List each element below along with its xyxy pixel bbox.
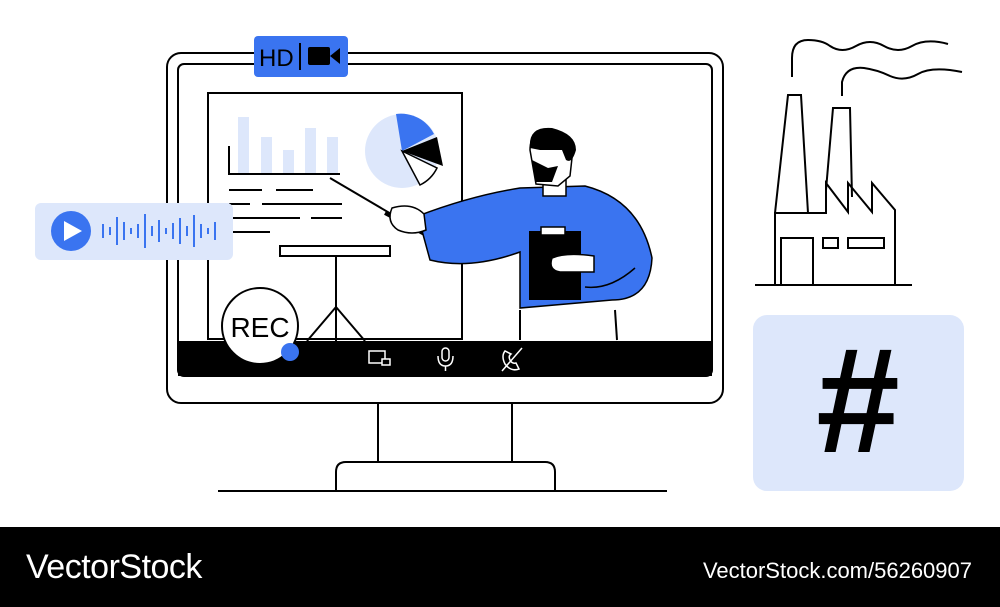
hd-label: HD	[259, 45, 294, 72]
footer-bar: VectorStock VectorStock.com/56260907	[0, 527, 1000, 607]
phone-hangup-icon[interactable]	[501, 347, 523, 372]
audio-waveform	[102, 214, 216, 248]
footer-url[interactable]: VectorStock.com/56260907	[702, 558, 972, 583]
screen-share-icon[interactable]	[368, 350, 391, 366]
play-icon	[64, 221, 82, 241]
rec-label: REC	[230, 312, 289, 343]
factory-icon	[755, 38, 963, 286]
recording-dot	[281, 343, 299, 361]
hashtag-card: #	[753, 315, 964, 491]
bar-chart-graphic	[238, 117, 338, 173]
monitor-stand	[335, 461, 556, 491]
illustration-canvas: REC HD	[35, 36, 964, 492]
text-lines-graphic	[229, 189, 342, 233]
video-camera-icon	[308, 47, 340, 65]
rec-badge[interactable]: REC	[221, 287, 299, 365]
pie-chart-graphic	[365, 113, 443, 188]
audio-player[interactable]	[35, 203, 233, 260]
microphone-icon[interactable]	[437, 347, 454, 371]
hashtag-symbol: #	[816, 316, 899, 484]
hd-badge[interactable]: HD	[254, 36, 348, 77]
presenter-figure	[329, 127, 653, 341]
footer-brand[interactable]: VectorStock	[26, 548, 202, 586]
